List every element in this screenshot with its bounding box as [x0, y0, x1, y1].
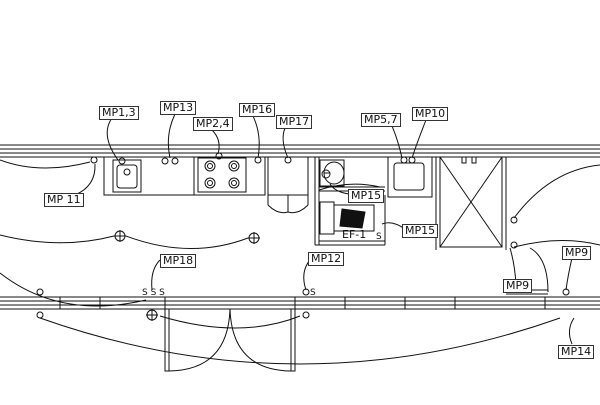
- vanity: [387, 156, 433, 198]
- washer-dryer: [319, 201, 375, 235]
- label-mp10: MP10: [412, 107, 449, 121]
- label-mp16: MP16: [239, 103, 276, 117]
- label-mp5-7: MP5,7: [361, 113, 401, 127]
- label-mp18: MP18: [160, 254, 197, 268]
- top-wall: [0, 144, 600, 158]
- label-mp1-3: MP1,3: [99, 106, 139, 120]
- closet: [267, 156, 309, 214]
- kitchen-sink: [112, 159, 142, 193]
- label-mp2-4: MP2,4: [193, 117, 233, 131]
- label-switch-group: S S S: [142, 288, 165, 298]
- label-mp12: MP12: [308, 252, 345, 266]
- label-mp17: MP17: [276, 115, 313, 129]
- label-mp11: MP 11: [44, 193, 84, 207]
- circuit-lines: [0, 159, 600, 365]
- shower: [435, 156, 507, 250]
- label-s-ef: S: [376, 232, 382, 242]
- label-ef1: EF-1: [342, 228, 367, 241]
- label-mp9-door: MP9: [503, 279, 533, 293]
- label-mp15-laundry: MP15: [402, 224, 439, 238]
- label-mp15-bath: MP15: [348, 189, 385, 203]
- cooktop: [197, 157, 247, 193]
- label-mp13: MP13: [160, 101, 197, 115]
- label-mp9-right: MP9: [562, 246, 592, 260]
- entry-doors: [164, 308, 296, 372]
- label-s-entry: S: [310, 288, 316, 298]
- toilet: [319, 159, 345, 187]
- kitchen-counter: [103, 156, 266, 196]
- label-mp14: MP14: [558, 345, 595, 359]
- bottom-wall: [0, 296, 600, 310]
